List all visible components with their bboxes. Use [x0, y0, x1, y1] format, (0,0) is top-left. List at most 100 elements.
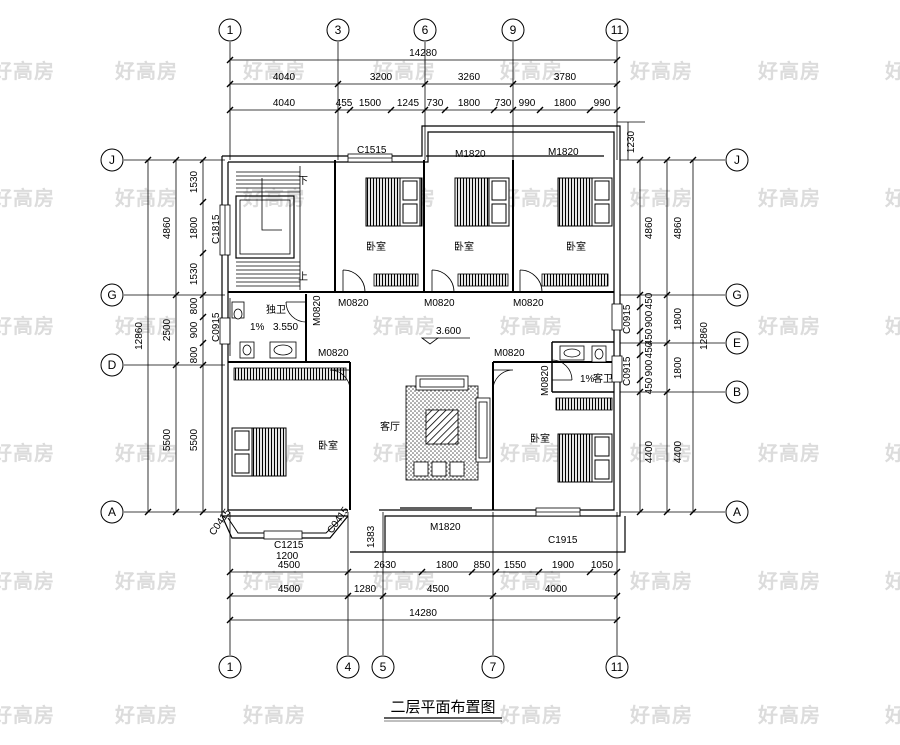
levels: 3.600 3.550 1% 1% [250, 322, 595, 385]
svg-text:好高房: 好高房 [884, 441, 900, 465]
dim-text: 1800 [458, 98, 481, 109]
dim-text: 12860 [699, 322, 710, 350]
room-label-bedroom: 卧室 [454, 240, 474, 253]
axis-label: 4 [345, 660, 352, 674]
window-code: C0915 [211, 312, 222, 342]
dim-text: 1200 [276, 551, 299, 562]
dim-text: 4860 [644, 216, 655, 239]
axis-label: A [108, 505, 116, 519]
svg-text:好高房: 好高房 [372, 59, 436, 83]
dim-text: 990 [519, 98, 536, 109]
axis-label: A [733, 505, 741, 519]
svg-text:好高房: 好高房 [884, 703, 900, 727]
svg-text:好高房: 好高房 [114, 441, 178, 465]
dim-text: 1050 [591, 560, 614, 571]
window-code: C1215 [274, 540, 304, 551]
dim-text: 4500 [278, 560, 301, 571]
svg-text:好高房: 好高房 [757, 703, 821, 727]
dim-text: 990 [594, 98, 611, 109]
dim-text: 3200 [370, 72, 393, 83]
svg-text:好高房: 好高房 [0, 703, 55, 727]
dim-text: 900 [644, 310, 655, 327]
right-dimensions: 4860 450 900 450 450 900 450 4400 4860 1… [644, 216, 710, 463]
slope-label: 1% [250, 322, 265, 333]
axis-label: E [733, 336, 741, 350]
dim-text: 450 [644, 328, 655, 345]
dim-text: 1230 [626, 130, 637, 153]
axis-bubbles [100, 18, 749, 679]
dim-text: 1800 [189, 216, 200, 239]
svg-text:好高房: 好高房 [884, 314, 900, 338]
window-code: C1515 [357, 145, 387, 156]
room-label-bedroom: 卧室 [530, 432, 550, 445]
svg-text:好高房: 好高房 [757, 441, 821, 465]
svg-text:好高房: 好高房 [757, 59, 821, 83]
svg-text:好高房: 好高房 [0, 59, 55, 83]
dim-text: 1530 [189, 170, 200, 193]
dim-text: 1500 [359, 98, 382, 109]
coffee-table [425, 409, 459, 445]
living-room-furniture [405, 375, 491, 481]
dim-text: 450 [644, 292, 655, 309]
svg-text:好高房: 好高房 [0, 314, 55, 338]
axis-label: 11 [611, 660, 624, 674]
dim-text: 4000 [545, 584, 568, 595]
svg-text:好高房: 好高房 [372, 314, 436, 338]
top-dimensions: 14280 4040 3200 3260 3780 4040 455 1500 … [273, 48, 611, 109]
windows [219, 153, 623, 540]
dimension-lines [144, 56, 697, 624]
axis-label: B [733, 385, 741, 399]
svg-text:好高房: 好高房 [242, 186, 306, 210]
wardrobes [233, 273, 613, 411]
svg-text:好高房: 好高房 [242, 703, 306, 727]
door-code: M0820 [312, 295, 323, 326]
dim-text: 450 [644, 341, 655, 358]
bottom-dimensions: 4500 2630 1800 850 1550 1900 1050 4500 1… [278, 560, 614, 619]
dim-text: 4500 [278, 584, 301, 595]
axis-label: D [108, 358, 117, 372]
axis-label: 1 [227, 660, 234, 674]
watermarks: 好高房 好高房 好高房 好高房 好高房 好高房 好高房 好高房 好高房 好高房 … [0, 59, 900, 727]
svg-text:好高房: 好高房 [0, 569, 55, 593]
svg-text:好高房: 好高房 [757, 314, 821, 338]
svg-text:好高房: 好高房 [499, 441, 563, 465]
svg-text:好高房: 好高房 [757, 569, 821, 593]
axis-label: J [734, 153, 740, 167]
dim-text: 2630 [374, 560, 397, 571]
door-code: M1820 [430, 522, 461, 533]
room-label-guest-bath: 客卫 [593, 372, 613, 385]
slope-label: 1% [580, 374, 595, 385]
svg-text:好高房: 好高房 [629, 569, 693, 593]
svg-text:好高房: 好高房 [499, 59, 563, 83]
axis-label: G [732, 288, 741, 302]
room-label-private-bath: 独卫 [266, 303, 286, 316]
door-code: M0820 [540, 365, 551, 396]
svg-text:好高房: 好高房 [884, 59, 900, 83]
dim-text: 1900 [552, 560, 575, 571]
stair-up-label: 上 [298, 271, 308, 283]
dim-text: 1800 [673, 356, 684, 379]
axis-label: 7 [490, 660, 497, 674]
dim-text: 2500 [162, 318, 173, 341]
axis-label: 6 [422, 23, 429, 37]
dim-text: 1530 [189, 262, 200, 285]
window-code: C0915 [622, 304, 633, 334]
dim-text: 5500 [189, 428, 200, 451]
dim-text: 800 [189, 346, 200, 363]
room-labels: 卧室 卧室 卧室 卧室 卧室 客厅 独卫 客卫 [266, 240, 613, 452]
dim-text: 4500 [427, 584, 450, 595]
dim-text: 3780 [554, 72, 577, 83]
dim-text: 4400 [644, 440, 655, 463]
svg-text:好高房: 好高房 [114, 186, 178, 210]
dim-text: 14280 [409, 608, 437, 619]
axis-lines [124, 42, 725, 655]
dim-text: 4040 [273, 98, 296, 109]
axis-labels: 1 3 6 9 11 1 4 5 7 11 J G D A J G E B A [107, 23, 741, 674]
door-code: M1820 [548, 147, 579, 158]
room-label-bedroom: 卧室 [318, 439, 338, 452]
axis-label: 5 [380, 660, 387, 674]
svg-text:好高房: 好高房 [242, 59, 306, 83]
dim-text: 4040 [273, 72, 296, 83]
axis-label: 11 [611, 23, 624, 37]
svg-text:好高房: 好高房 [757, 186, 821, 210]
